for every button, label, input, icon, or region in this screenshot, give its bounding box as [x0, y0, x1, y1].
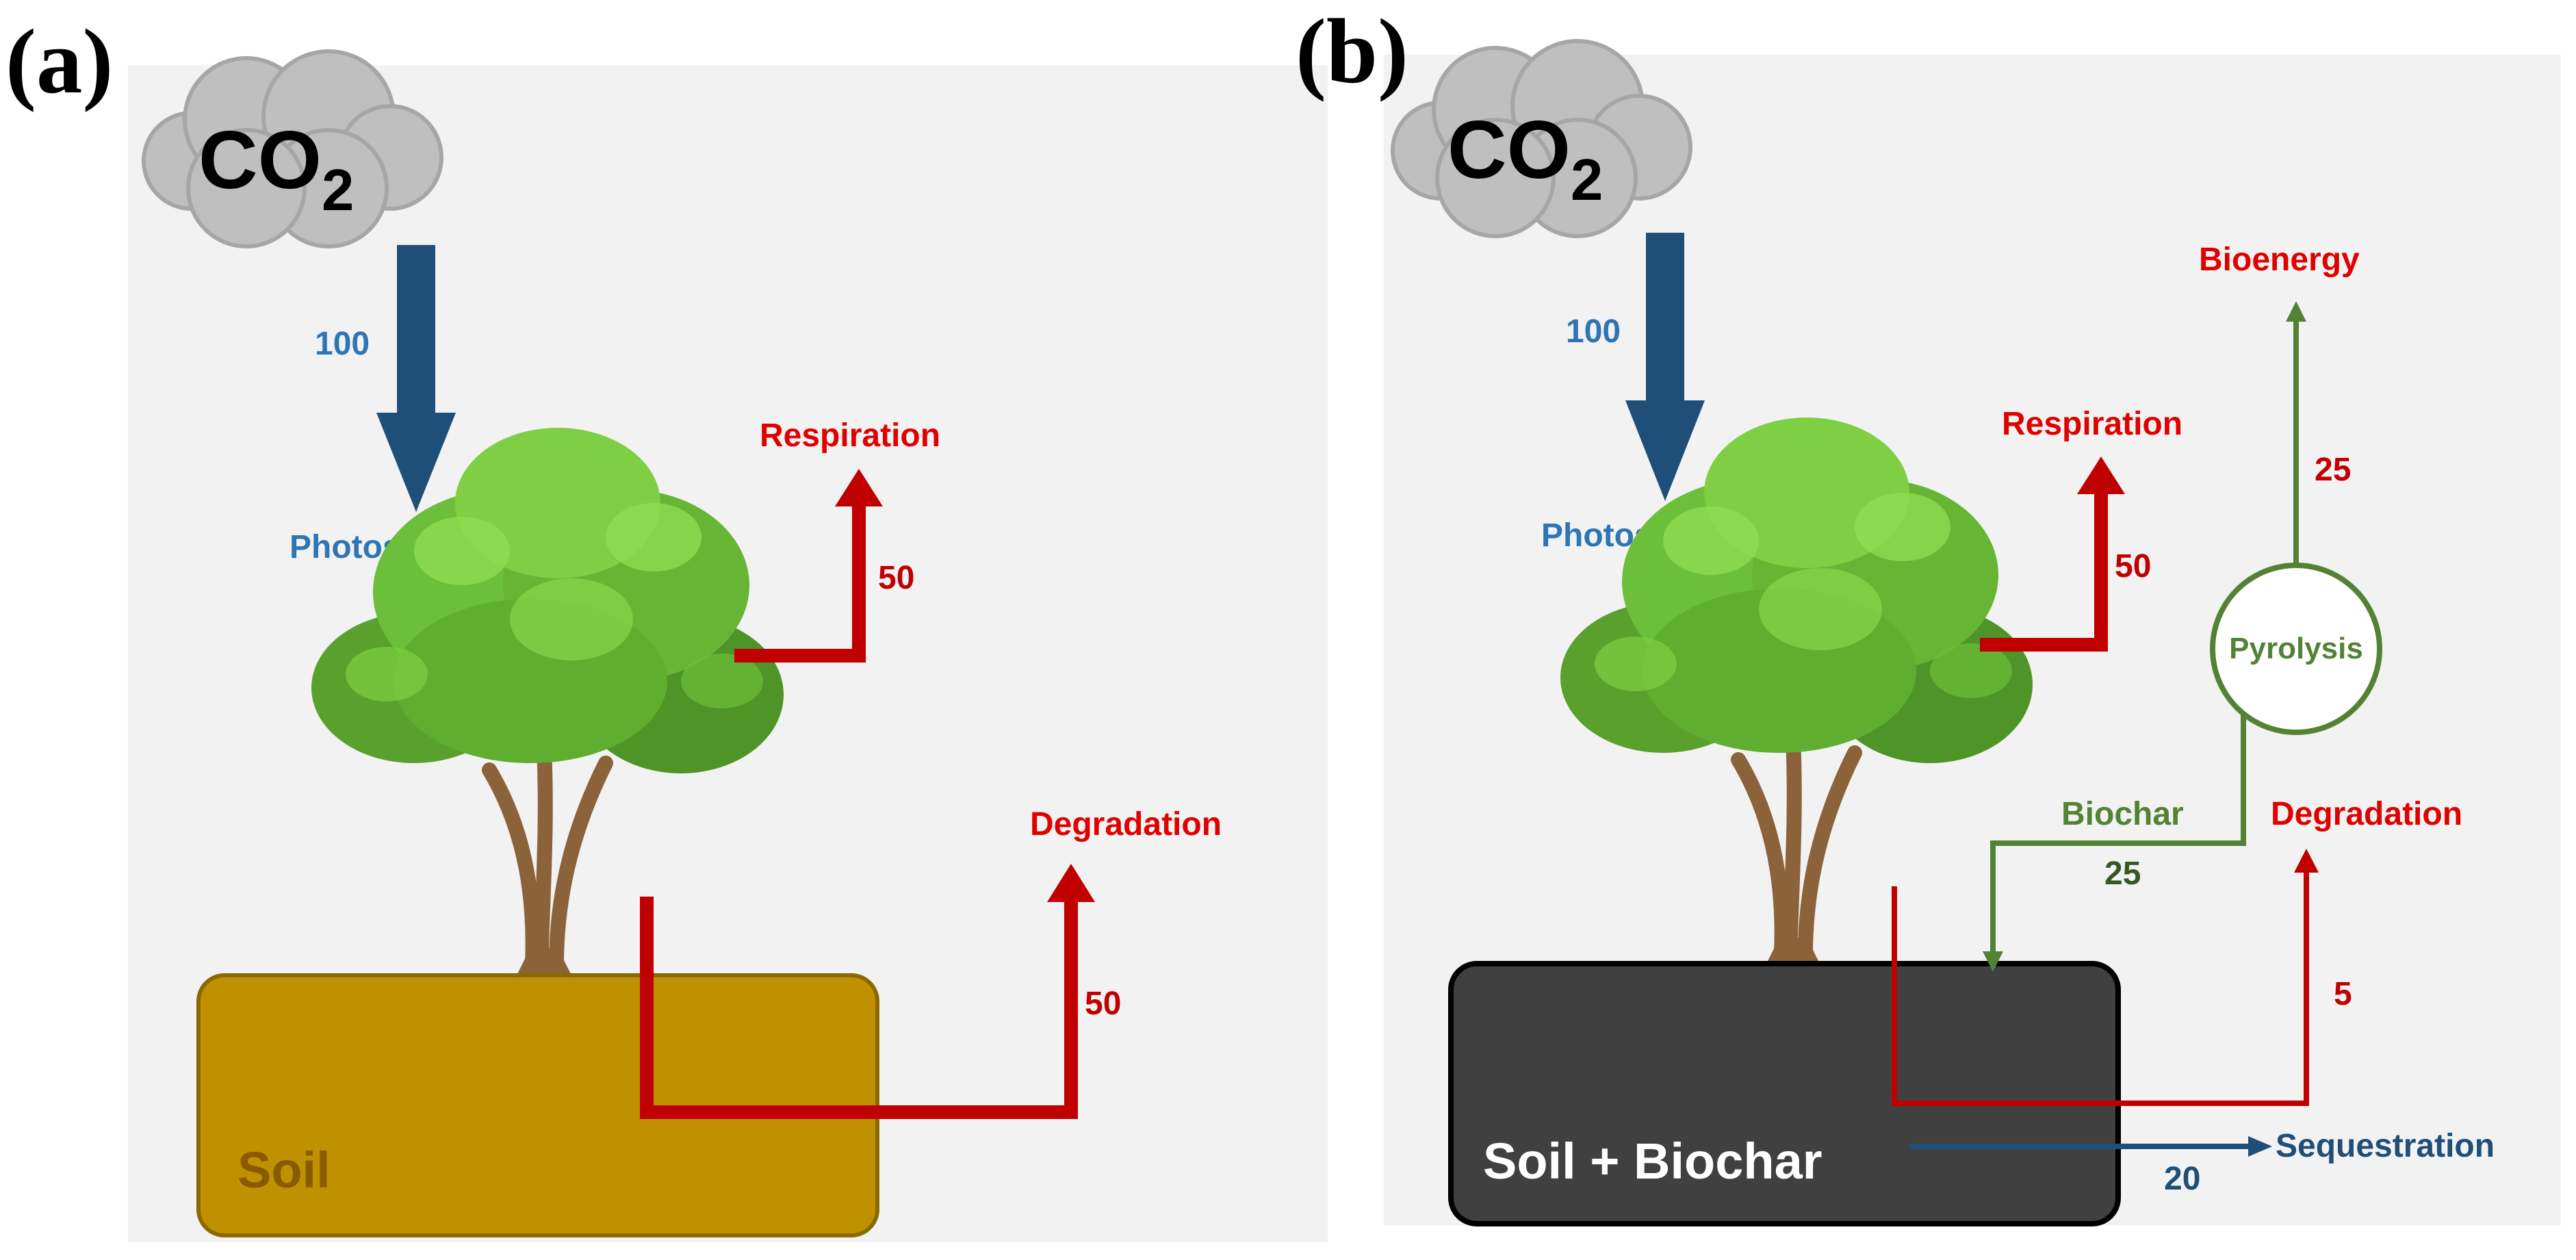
co2-cloud-text: CO2 — [1447, 104, 1603, 213]
biochar-value: 25 — [2104, 856, 2141, 892]
respiration-label-a: Respiration — [760, 417, 940, 454]
panel-b-label: (b) — [1296, 1, 1408, 103]
sequestration-arrow — [1909, 1136, 2272, 1157]
co2-cloud-a: CO2 — [144, 51, 441, 246]
respiration-arrow-a — [734, 469, 883, 663]
pyrolysis-node — [2210, 563, 2382, 735]
biochar-arrow — [1983, 713, 2246, 972]
bioenergy-arrow — [2286, 301, 2306, 565]
sequestration-value: 20 — [2164, 1161, 2200, 1197]
respiration-label-b: Respiration — [2002, 406, 2182, 442]
photosynthesis-value-b: 100 — [1566, 313, 1621, 350]
degradation-arrow-b — [1892, 849, 2319, 1106]
soil-label-a: Soil — [237, 1142, 331, 1198]
soil-biochar-label: Soil + Biochar — [1483, 1133, 1822, 1190]
photosynthesis-arrow-b — [1625, 233, 1705, 501]
degradation-value-b: 5 — [2334, 976, 2352, 1012]
photosynthesis-value-a: 100 — [315, 326, 370, 362]
bioenergy-label: Bioenergy — [2199, 242, 2360, 278]
panel-a: (a) CO2 100 Photosynthesis Soil Respirat… — [5, 11, 1328, 1242]
co2-cloud-b: CO2 — [1393, 41, 1690, 236]
degradation-label-a: Degradation — [1030, 806, 1222, 843]
co2-cloud-text: CO2 — [198, 114, 354, 223]
sequestration-label: Sequestration — [2276, 1128, 2495, 1164]
bioenergy-value: 25 — [2315, 452, 2351, 488]
panel-b: (b) CO2 100 Photosynthesis Soil + Biocha… — [1296, 1, 2561, 1226]
degradation-arrow-a — [640, 864, 1095, 1119]
soil-biochar-block — [1448, 961, 2121, 1226]
photosynthesis-arrow-a — [376, 245, 456, 512]
panel-a-label: (a) — [5, 11, 113, 113]
respiration-value-b: 50 — [2115, 548, 2151, 584]
respiration-value-a: 50 — [878, 560, 914, 596]
pyrolysis-label: Pyrolysis — [2229, 632, 2363, 665]
respiration-arrow-b — [1980, 457, 2125, 652]
biochar-label: Biochar — [2061, 796, 2184, 832]
degradation-label-b: Degradation — [2271, 796, 2462, 832]
degradation-value-a: 50 — [1085, 986, 1121, 1022]
